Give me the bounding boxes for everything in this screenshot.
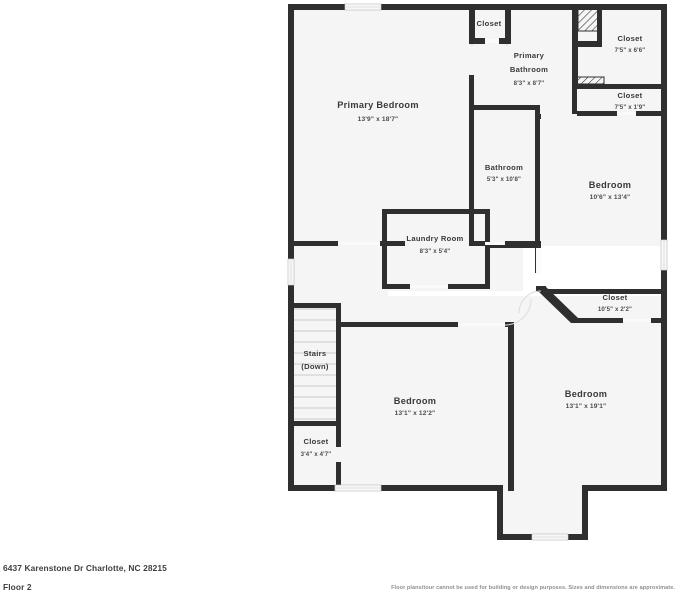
label-bedroom-upper-right: Bedroom: [589, 180, 631, 190]
dim-bedroom-lower-center: 13'1" x 12'2": [395, 410, 436, 417]
label-bedroom-lower-right: Bedroom: [565, 389, 607, 399]
lower-right-wing-fill: [500, 486, 586, 540]
dim-closet-mid-right: 10'5" x 2'2": [598, 306, 632, 313]
label-closet-top-right: Closet: [617, 34, 642, 43]
disclaimer-text: Floor plans/tour cannot be used for buil…: [391, 585, 675, 591]
door-swings: [504, 290, 542, 326]
floor-plan-canvas: Primary Bedroom 13'9" x 18'7" Closet Pri…: [287, 3, 679, 560]
dim-primary-bathroom: 8'3" x 8'7": [514, 80, 545, 87]
stairs-treads: [294, 308, 339, 420]
label-primary-bedroom: Primary Bedroom: [337, 100, 419, 110]
label-stairs: Stairs: [304, 349, 327, 358]
dim-closet-bottom-left: 3'4" x 4'7": [301, 451, 332, 458]
floor-label: Floor 2: [3, 582, 32, 592]
label-primary-bathroom-line2: Bathroom: [510, 65, 548, 74]
label-laundry-room: Laundry Room: [406, 234, 463, 243]
exterior-mask: [288, 486, 679, 560]
label-closet-mid-right: Closet: [602, 293, 627, 302]
label-primary-bathroom-line1: Primary: [514, 51, 545, 60]
label-bedroom-lower-center: Bedroom: [394, 396, 436, 406]
dim-primary-bedroom: 13'9" x 18'7": [358, 116, 399, 123]
walls: [288, 4, 667, 540]
dim-laundry-room: 8'3" x 5'4": [420, 248, 451, 255]
dim-bathroom: 5'3" x 10'8": [487, 176, 521, 183]
dim-bedroom-upper-right: 10'6" x 13'4": [590, 194, 631, 201]
dim-closet-top-right: 7'5" x 6'6": [615, 47, 646, 54]
label-stairs-direction: (Down): [301, 362, 329, 371]
property-address: 6437 Karenstone Dr Charlotte, NC 28215: [3, 563, 167, 573]
floor-plan-svg: Primary Bedroom 13'9" x 18'7" Closet Pri…: [287, 3, 679, 560]
room-labels: Primary Bedroom 13'9" x 18'7" Closet Pri…: [301, 19, 646, 458]
footer: 6437 Karenstone Dr Charlotte, NC 28215 F…: [0, 560, 679, 599]
label-closet-right-narrow: Closet: [617, 91, 642, 100]
dim-closet-right-narrow: 7'5" x 1'9": [615, 104, 646, 111]
label-closet-bottom-left: Closet: [303, 437, 328, 446]
openings: [287, 3, 668, 541]
dim-bedroom-lower-right: 13'1" x 19'1": [566, 403, 607, 410]
label-closet-top-center: Closet: [476, 19, 501, 28]
label-bathroom: Bathroom: [485, 163, 523, 172]
